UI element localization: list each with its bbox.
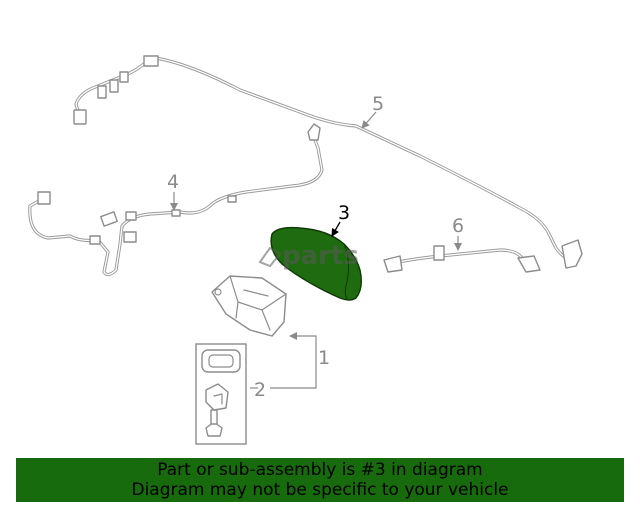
- callout-4: 4: [167, 171, 179, 193]
- watermark-text: parts: [282, 241, 359, 271]
- bracket-part-1[interactable]: [211, 275, 287, 337]
- clip-part-2[interactable]: [205, 383, 229, 411]
- callout-1: 1: [318, 347, 330, 369]
- antenna-part-3-highlighted[interactable]: [270, 226, 363, 301]
- banner-line-1: Part or sub-assembly is #3 in diagram: [157, 460, 483, 480]
- harness-part-6[interactable]: [383, 245, 541, 273]
- seal-part-2[interactable]: [201, 349, 241, 373]
- leader-lines: [170, 111, 462, 389]
- harness-part-4[interactable]: [28, 123, 324, 277]
- callout-5: 5: [372, 93, 384, 115]
- banner-line-2: Diagram may not be specific to your vehi…: [131, 480, 509, 500]
- bolt-part-2[interactable]: [205, 409, 223, 437]
- harness-part-5[interactable]: [73, 55, 583, 269]
- info-banner: Part or sub-assembly is #3 in diagram Di…: [16, 458, 624, 502]
- watermark: parts: [258, 241, 359, 271]
- callout-6: 6: [452, 215, 464, 237]
- callout-3: 3: [338, 202, 350, 224]
- callout-2: 2: [254, 379, 266, 401]
